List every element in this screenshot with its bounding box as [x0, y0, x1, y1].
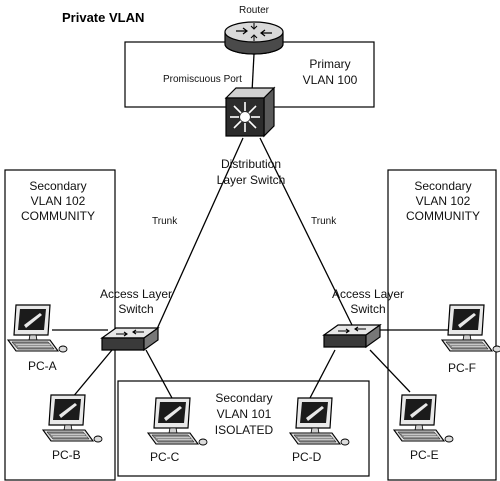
pc-e-label: PC-E — [410, 448, 439, 462]
promiscuous-port-label: Promiscuous Port — [163, 74, 242, 85]
pc-d-label: PC-D — [292, 450, 322, 464]
left-access-switch-label-1: Access Layer — [100, 287, 172, 301]
right-community-label-3: COMMUNITY — [406, 209, 480, 223]
distribution-switch-label-2: Layer Switch — [217, 173, 286, 187]
pc-a-label: PC-A — [28, 359, 57, 373]
left-access-switch-label-2: Switch — [118, 302, 153, 316]
right-community-vlan-box — [387, 169, 497, 481]
right-community-label-1: Secondary — [414, 179, 471, 193]
router-label: Router — [239, 5, 270, 16]
pc-f-icon — [441, 304, 500, 353]
isolated-vlan-label-3: ISOLATED — [215, 423, 274, 437]
router-to-distribution-link — [251, 53, 255, 93]
isolated-vlan-label-2: VLAN 101 — [217, 407, 272, 421]
pc-c-label: PC-C — [150, 450, 180, 464]
pc-b-icon — [42, 394, 103, 443]
left-community-label-3: COMMUNITY — [21, 209, 95, 223]
right-access-switch-label-2: Switch — [350, 302, 385, 316]
left-community-label-1: Secondary — [29, 179, 86, 193]
pc-e-link — [369, 349, 411, 393]
pc-b-link — [71, 349, 113, 399]
left-access-switch-icon — [101, 327, 159, 351]
right-community-label-2: VLAN 102 — [416, 194, 471, 208]
pc-b-label: PC-B — [52, 448, 81, 462]
connection-links — [52, 53, 450, 399]
distribution-switch-icon — [224, 86, 276, 138]
pc-a-icon — [7, 304, 68, 353]
right-access-switch-label-1: Access Layer — [332, 287, 404, 301]
isolated-vlan-box — [117, 380, 370, 477]
distribution-switch-label-1: Distribution — [221, 157, 281, 171]
right-trunk-label: Trunk — [311, 216, 337, 227]
isolated-vlan-label-1: Secondary — [215, 391, 272, 405]
left-community-label-2: VLAN 102 — [31, 194, 86, 208]
right-access-switch-icon — [323, 324, 381, 348]
pc-e-icon — [393, 394, 454, 443]
pc-d-link — [309, 349, 336, 399]
router-icon — [224, 21, 284, 55]
right-trunk-link — [259, 137, 353, 326]
primary-vlan-label-1: Primary — [309, 57, 350, 71]
left-community-vlan-box — [4, 169, 116, 481]
pc-c-icon — [147, 397, 208, 446]
pc-c-link — [145, 349, 173, 399]
left-trunk-link — [156, 137, 244, 330]
primary-vlan-label-2: VLAN 100 — [303, 73, 358, 87]
diagram-title: Private VLAN — [62, 10, 144, 25]
pc-d-icon — [289, 397, 350, 446]
left-trunk-label: Trunk — [152, 216, 178, 227]
pc-f-label: PC-F — [448, 361, 476, 375]
